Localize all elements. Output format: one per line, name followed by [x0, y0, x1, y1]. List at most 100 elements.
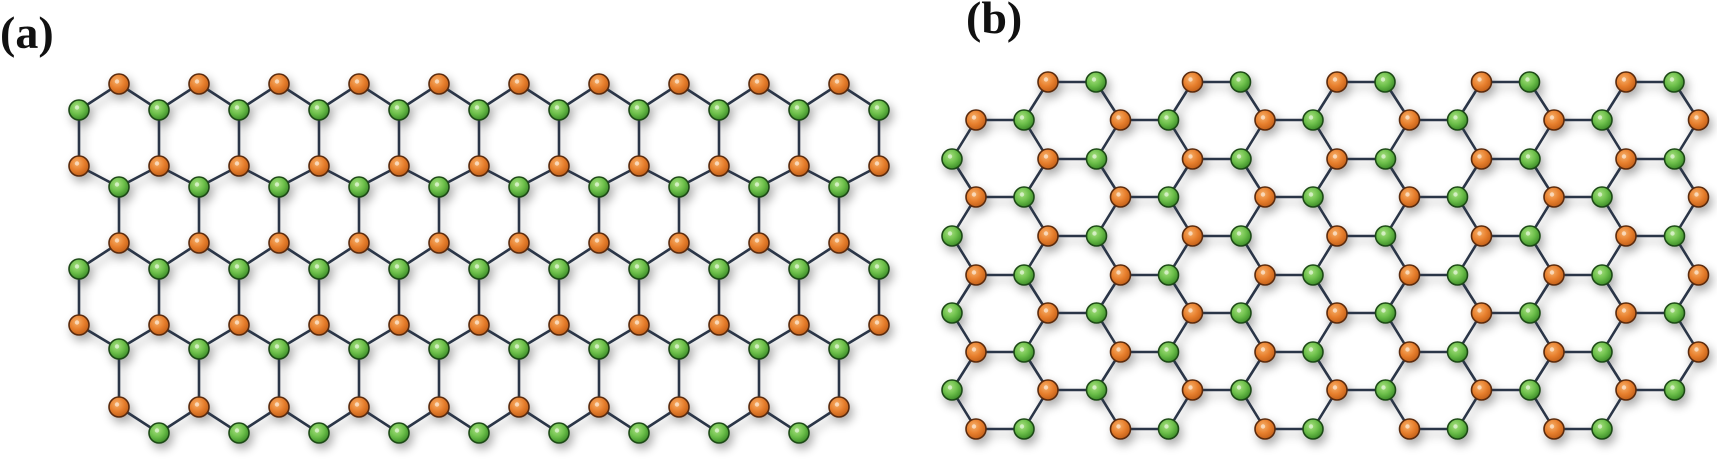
atom-highlight	[474, 264, 480, 269]
atom-highlight	[1236, 308, 1242, 313]
orange-atom	[828, 73, 850, 95]
atom-highlight	[874, 320, 880, 325]
green-atom	[1013, 186, 1035, 208]
atom-highlight	[594, 402, 600, 407]
atom-highlight	[1694, 347, 1699, 352]
green-atom	[268, 338, 290, 360]
atom-highlight	[354, 402, 360, 407]
green-atom	[1230, 225, 1252, 247]
atom-highlight	[1453, 115, 1458, 120]
green-atom	[1663, 225, 1686, 247]
atom-highlight	[1405, 424, 1410, 429]
green-atom	[941, 148, 963, 170]
green-atom	[1591, 418, 1613, 440]
orange-atom	[228, 314, 250, 336]
atom-highlight	[754, 402, 760, 407]
atom-highlight	[1188, 77, 1193, 82]
orange-atom	[965, 418, 987, 440]
orange-atom	[108, 232, 130, 254]
atom-highlight	[154, 428, 160, 433]
green-atom	[1374, 302, 1397, 324]
atom-highlight	[1477, 308, 1482, 313]
orange-atom	[748, 232, 770, 254]
atom-highlight	[1092, 231, 1097, 236]
green-atom	[1013, 341, 1035, 363]
green-atom	[308, 99, 330, 121]
atom-highlight	[1621, 385, 1627, 390]
panel-b-atoms	[941, 71, 1710, 440]
green-atom	[388, 258, 410, 280]
atom-highlight	[1092, 154, 1097, 159]
atom-highlight	[1549, 270, 1555, 275]
atom-highlight	[1260, 270, 1266, 275]
orange-atom	[1181, 225, 1204, 247]
green-atom	[348, 338, 370, 360]
atom-highlight	[1332, 308, 1338, 313]
green-atom	[1302, 186, 1324, 208]
orange-atom	[508, 73, 530, 95]
atom-highlight	[1019, 192, 1025, 197]
orange-atom	[1326, 225, 1348, 247]
orange-atom	[1037, 71, 1059, 93]
atom-highlight	[1260, 347, 1266, 352]
atom-highlight	[434, 344, 440, 349]
orange-atom	[1615, 148, 1637, 170]
atom-highlight	[1670, 231, 1675, 236]
orange-atom	[668, 396, 690, 418]
green-atom	[228, 258, 250, 280]
atom-highlight	[1477, 231, 1482, 236]
atom-highlight	[234, 320, 240, 325]
atom-highlight	[1477, 385, 1482, 390]
green-atom	[1085, 379, 1108, 401]
atom-highlight	[794, 320, 800, 325]
orange-atom	[108, 73, 130, 95]
atom-highlight	[1453, 347, 1458, 352]
atom-highlight	[971, 270, 977, 275]
green-atom	[148, 99, 170, 121]
green-atom	[788, 422, 810, 444]
orange-atom	[68, 314, 90, 336]
atom-highlight	[1091, 77, 1097, 82]
atom-highlight	[1405, 347, 1410, 352]
atom-highlight	[714, 264, 720, 269]
orange-atom	[628, 155, 650, 177]
atom-highlight	[1597, 115, 1603, 120]
green-atom	[228, 422, 250, 444]
orange-atom	[548, 314, 570, 336]
green-atom	[428, 176, 450, 198]
orange-atom	[388, 155, 410, 177]
atom-highlight	[1453, 270, 1458, 275]
atom-highlight	[554, 320, 560, 325]
atom-highlight	[74, 320, 80, 325]
green-atom	[308, 258, 330, 280]
orange-atom	[628, 314, 650, 336]
atom-highlight	[1116, 192, 1121, 197]
orange-atom	[1615, 71, 1637, 93]
green-atom	[1374, 71, 1396, 93]
orange-atom	[1254, 341, 1276, 363]
atom-highlight	[1332, 385, 1338, 390]
atom-highlight	[1694, 192, 1699, 197]
atom-highlight	[194, 182, 200, 187]
atom-highlight	[1092, 385, 1097, 390]
orange-atom	[1326, 379, 1348, 401]
panel-b-armchair-lattice	[941, 71, 1710, 440]
atom-highlight	[1043, 308, 1049, 313]
green-atom	[1085, 148, 1108, 170]
green-atom	[308, 422, 330, 444]
atom-highlight	[971, 115, 977, 120]
panel-a-zigzag-lattice	[68, 73, 890, 444]
atom-highlight	[1308, 270, 1314, 275]
atom-highlight	[1308, 115, 1314, 120]
orange-atom	[1687, 109, 1710, 131]
atom-highlight	[1525, 385, 1531, 390]
atom-highlight	[154, 320, 160, 325]
orange-atom	[508, 396, 530, 418]
atom-highlight	[1043, 77, 1049, 82]
green-atom	[788, 258, 810, 280]
atom-highlight	[1236, 77, 1241, 82]
atom-highlight	[74, 161, 80, 166]
atom-highlight	[194, 79, 200, 84]
atom-highlight	[947, 231, 953, 236]
orange-atom	[965, 186, 987, 208]
